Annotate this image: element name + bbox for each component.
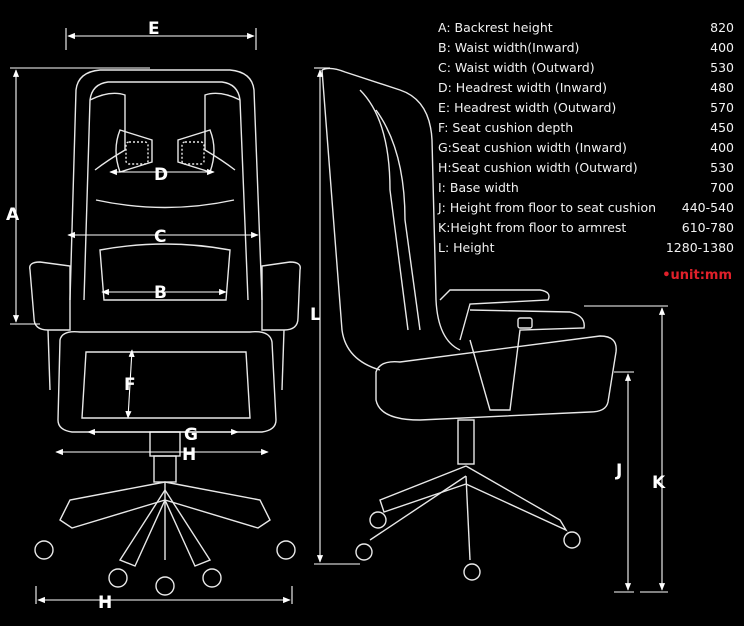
spec-value: 450: [710, 120, 734, 135]
front-view-chair: [29, 69, 301, 596]
spec-row: E: Headrest width (Outward) 570: [438, 98, 734, 118]
label-H-base: H: [98, 593, 112, 613]
spec-value: 400: [710, 40, 734, 55]
spec-row: J: Height from floor to seat cushion 440-…: [438, 198, 734, 218]
spec-label: C: Waist width (Outward): [438, 60, 595, 75]
label-A: A: [6, 205, 20, 225]
spec-label: H:Seat cushion width (Outward): [438, 160, 638, 175]
spec-row: G:Seat cushion width (Inward) 400: [438, 138, 734, 158]
spec-row: H:Seat cushion width (Outward) 530: [438, 158, 734, 178]
spec-row: F: Seat cushion depth 450: [438, 118, 734, 138]
spec-row: A: Backrest height 820: [438, 18, 734, 38]
spec-row: B: Waist width(Inward) 400: [438, 38, 734, 58]
spec-row: D: Headrest width (Inward) 480: [438, 78, 734, 98]
label-J: J: [615, 461, 622, 481]
spec-label: F: Seat cushion depth: [438, 120, 574, 135]
spec-row: C: Waist width (Outward) 530: [438, 58, 734, 78]
spec-label: J: Height from floor to seat cushion: [438, 200, 657, 215]
spec-label: D: Headrest width (Inward): [438, 80, 607, 95]
spec-value: 530: [710, 60, 734, 75]
spec-label: G:Seat cushion width (Inward): [438, 140, 627, 155]
spec-table: A: Backrest height 820 B: Waist width(Inw…: [438, 18, 734, 258]
spec-label: B: Waist width(Inward): [438, 40, 580, 55]
label-G: G: [184, 425, 198, 445]
label-F: F: [124, 375, 136, 395]
spec-value: 530: [710, 160, 734, 175]
label-L: L: [310, 305, 321, 325]
label-D: D: [154, 165, 168, 185]
label-H-seat: H: [182, 445, 196, 465]
spec-label: E: Headrest width (Outward): [438, 100, 617, 115]
label-E: E: [148, 19, 160, 39]
spec-label: I: Base width: [438, 180, 519, 195]
spec-value: 480: [710, 80, 734, 95]
spec-value: 570: [710, 100, 734, 115]
spec-value: 400: [710, 140, 734, 155]
spec-value: 700: [710, 180, 734, 195]
spec-row: K:Height from floor to armrest 610-780: [438, 218, 734, 238]
spec-value: 820: [710, 20, 734, 35]
unit-note: •unit:mm: [662, 268, 732, 283]
dimension-letters: E A D C B F G H H L J K: [6, 19, 666, 613]
spec-value: 610-780: [681, 220, 734, 235]
side-view-chair: [321, 67, 617, 581]
spec-label: K:Height from floor to armrest: [438, 220, 627, 235]
spec-row: L: Height 1280-1380: [438, 238, 734, 258]
spec-value: 1280-1380: [665, 240, 734, 255]
label-C: C: [154, 227, 166, 247]
label-B: B: [154, 283, 167, 303]
spec-label: L: Height: [438, 240, 495, 255]
label-K: K: [652, 473, 666, 493]
spec-row: I: Base width 700: [438, 178, 734, 198]
dimension-lines: [10, 28, 668, 604]
spec-value: 440-540: [681, 200, 734, 215]
spec-label: A: Backrest height: [438, 20, 553, 35]
